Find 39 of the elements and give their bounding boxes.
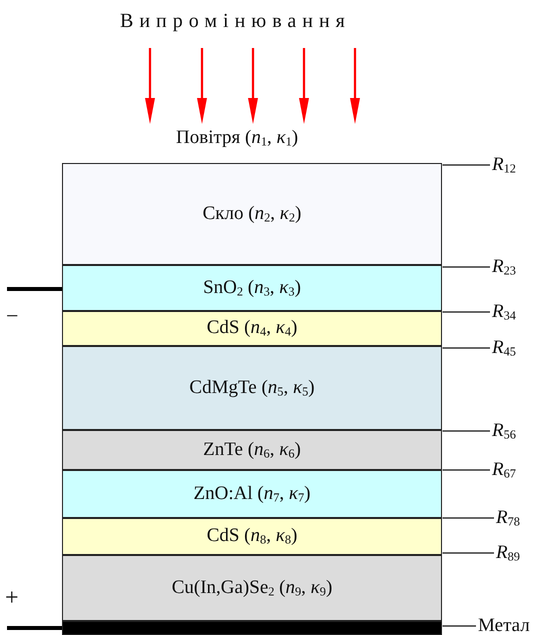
- leader-line: [442, 517, 494, 519]
- minus-sign: −: [6, 303, 18, 328]
- air-label: Повітря (n$_{1}$, κ$_{1}$): [176, 127, 298, 149]
- leader-line: [442, 430, 490, 432]
- layer-band: [62, 470, 442, 518]
- leader-line: [442, 347, 490, 349]
- layer-label: CdS (n$_{4}$, κ$_{4}$): [206, 317, 298, 340]
- metal-layer: [62, 621, 442, 635]
- interface-label: R$_{45}$: [492, 337, 516, 362]
- interface-label: R$_{67}$: [492, 459, 516, 484]
- layer-band: [62, 346, 442, 430]
- interface-label: R$_{34}$: [492, 301, 516, 326]
- layer-label: Cu(In,Ga)Se$_{2}$ (n$_{9}$, κ$_{9}$): [172, 576, 332, 600]
- layer-label: ZnO:Al (n$_{7}$, κ$_{7}$): [194, 482, 310, 506]
- interface-label: R$_{89}$: [496, 542, 520, 568]
- layer-band: [62, 518, 442, 555]
- leader-line: [442, 311, 490, 313]
- leader-line: [442, 266, 490, 268]
- leader-line: [442, 552, 494, 554]
- interface-label: R$_{56}$: [492, 420, 516, 446]
- leader-line: [442, 625, 476, 627]
- interface-label: R$_{12}$: [492, 154, 516, 180]
- radiation-heading: Випромінювання: [120, 10, 351, 33]
- leader-line: [442, 164, 490, 166]
- interface-label: R$_{23}$: [492, 256, 516, 282]
- layer-band: [62, 265, 442, 311]
- layer-band: [62, 430, 442, 470]
- layer-band: [62, 311, 442, 346]
- layer-label: SnO$_{2}$ (n$_{3}$, κ$_{3}$): [203, 276, 301, 300]
- layer-label: CdMgTe (n$_{5}$, κ$_{5}$): [189, 376, 315, 400]
- plus-sign: +: [5, 585, 19, 613]
- glass-layer: [62, 163, 442, 265]
- interface-label: R$_{78}$: [496, 507, 520, 532]
- layer-label: CdS (n$_{8}$, κ$_{8}$): [206, 525, 298, 548]
- layer-label: Скло (n$_{2}$, κ$_{2}$): [202, 202, 302, 226]
- metal-label: Метал: [478, 615, 530, 635]
- absorber-layer: [62, 555, 442, 621]
- leader-line: [442, 469, 490, 471]
- layer-label: ZnTe (n$_{6}$, κ$_{6}$): [203, 438, 301, 462]
